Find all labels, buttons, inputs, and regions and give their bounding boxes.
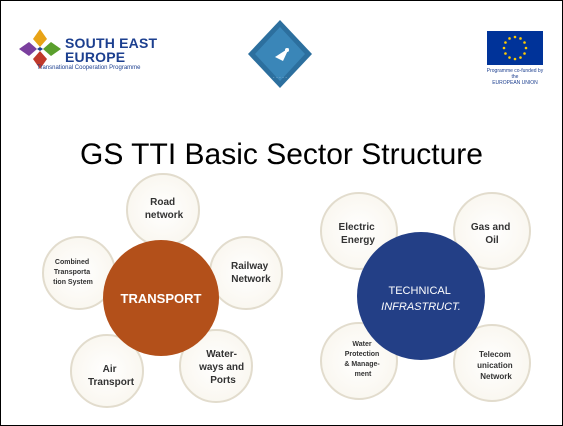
eu-star-icon: [513, 57, 517, 61]
eu-logo-line2: EUROPEAN UNION: [492, 80, 538, 86]
technical-diagram: TECHNICAL INFRASTRUCT. Electric Energy G…: [320, 192, 531, 402]
see-logo-line1: SOUTH EAST: [65, 35, 158, 51]
eu-star-icon: [504, 52, 507, 55]
eu-flag-logo: Programme co-funded by the EUROPEAN UNIO…: [484, 31, 546, 91]
gas-oil-node: [453, 192, 531, 270]
diamond-emblem-icon: · · · · ·: [248, 20, 312, 88]
eu-logo-text: Programme co-funded by the EUROPEAN UNIO…: [484, 68, 546, 86]
waterways-label: Water- ways and Ports: [198, 349, 247, 386]
eu-star-icon: [513, 35, 517, 39]
eu-star-icon: [519, 37, 522, 40]
see-logo-line2: EUROPE: [65, 49, 126, 65]
eu-star-icon: [504, 41, 507, 44]
gas-oil-label: Gas and Oil: [471, 222, 513, 246]
eu-star-icon: [508, 56, 511, 59]
eu-star-icon: [524, 46, 528, 50]
svg-text:· · · · ·: · · · · ·: [273, 75, 287, 81]
eu-logo-line1: Programme co-funded by the: [486, 68, 544, 80]
eu-star-icon: [508, 37, 511, 40]
air-transport-label: Air Transport: [88, 364, 135, 388]
see-programme-logo: SOUTH EAST EUROPE Transnational Cooperat…: [17, 27, 167, 83]
telecommunication-label: Telecom unication Network: [477, 350, 515, 381]
transport-center: [103, 240, 219, 356]
water-protection-label: Water Protection & Manage- ment: [344, 341, 381, 378]
transport-diagram: TRANSPORT Road network Railway Network W…: [42, 173, 283, 408]
see-flower-icon: [19, 29, 61, 69]
see-logo-line3: Transnational Cooperation Programme: [37, 65, 141, 71]
waterways-node: [179, 329, 253, 403]
technical-center-label: TECHNICAL INFRASTRUCT.: [381, 285, 461, 313]
railway-network-node: [209, 236, 283, 310]
eu-flag-icon: [487, 31, 543, 65]
transport-center-label: TRANSPORT: [121, 291, 202, 306]
eu-star-icon: [502, 46, 506, 50]
railway-network-label: Railway Network: [231, 261, 271, 285]
electric-energy-label: Electric Energy: [339, 222, 378, 246]
diamond-emblem-logo: · · · · ·: [245, 17, 315, 91]
combined-transportation-label: Combined Transporta tion System: [53, 259, 93, 286]
eu-star-icon: [519, 56, 522, 59]
eu-star-icon: [523, 52, 526, 55]
slide-title: GS TTI Basic Sector Structure: [80, 138, 483, 171]
air-transport-node: [70, 334, 144, 408]
technical-center: [357, 232, 485, 360]
telecommunication-node: [453, 324, 531, 402]
eu-star-icon: [523, 41, 526, 44]
road-network-label: Road network: [145, 197, 184, 221]
